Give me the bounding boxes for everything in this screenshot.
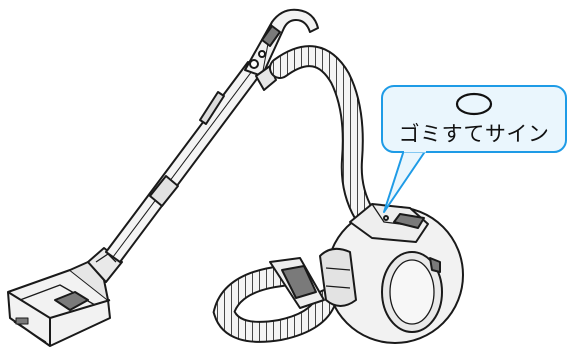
dust-sign-label: ゴミすてサイン: [384, 118, 564, 148]
callout-pointer: [384, 150, 426, 212]
main-body: [320, 204, 463, 343]
floor-nozzle: [8, 262, 110, 346]
extension-pipe: [106, 62, 262, 262]
